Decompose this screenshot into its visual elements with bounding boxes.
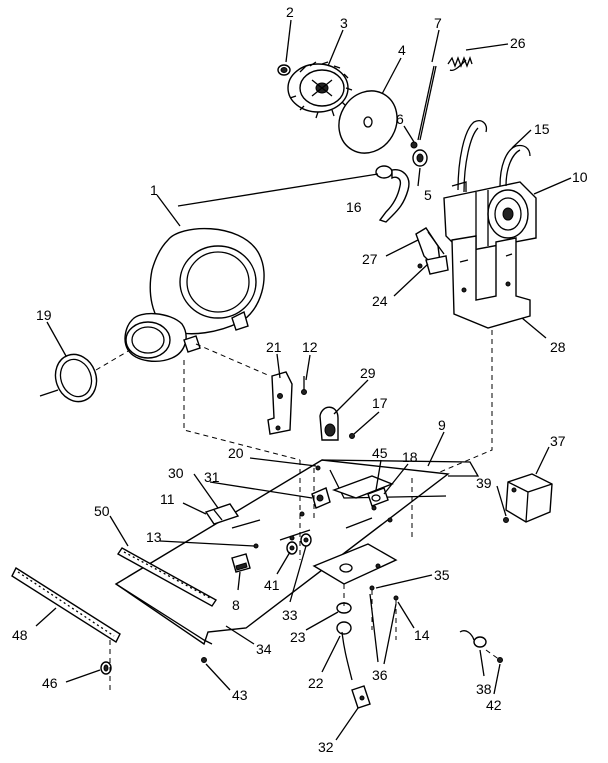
callout-3: 3 bbox=[340, 15, 348, 31]
part-15-clamp bbox=[457, 120, 531, 193]
part-39-screw bbox=[503, 517, 509, 523]
part-10-motor bbox=[443, 181, 537, 253]
callout-27: 27 bbox=[362, 251, 378, 267]
part-2-nut bbox=[277, 64, 291, 76]
part-5-6-bushing bbox=[410, 141, 428, 167]
callout-42: 42 bbox=[486, 697, 502, 713]
callout-17: 17 bbox=[372, 395, 388, 411]
part-13-screw bbox=[253, 543, 259, 549]
callout-18: 18 bbox=[402, 449, 418, 465]
callout-48: 48 bbox=[12, 627, 28, 643]
part-37-box bbox=[505, 473, 553, 523]
callout-6: 6 bbox=[396, 111, 404, 127]
callout-23: 23 bbox=[290, 629, 306, 645]
callout-50: 50 bbox=[94, 503, 110, 519]
part-22-sensor bbox=[336, 621, 353, 681]
part-28-motor-base bbox=[451, 235, 531, 329]
part-19-ring bbox=[39, 349, 131, 403]
part-50-strip bbox=[116, 547, 218, 607]
callout-2: 2 bbox=[286, 4, 294, 20]
part-41-pin bbox=[286, 541, 298, 555]
callout-45: 45 bbox=[372, 445, 388, 461]
callout-41: 41 bbox=[264, 577, 280, 593]
part-20-screw bbox=[315, 465, 321, 471]
callout-14: 14 bbox=[414, 627, 430, 643]
callout-39: 39 bbox=[476, 475, 492, 491]
part-45-18-bracket bbox=[367, 487, 389, 507]
callout-46: 46 bbox=[42, 675, 58, 691]
callout-5: 5 bbox=[424, 187, 432, 203]
part-48-strip bbox=[11, 566, 121, 644]
part-27-bracket bbox=[415, 227, 449, 275]
part-42-screw bbox=[497, 657, 503, 663]
callout-33: 33 bbox=[282, 607, 298, 623]
part-29-clip bbox=[319, 406, 339, 441]
part-14-screw bbox=[393, 595, 399, 601]
part-16-idler-arm bbox=[375, 165, 410, 223]
callout-37: 37 bbox=[550, 433, 566, 449]
callout-29: 29 bbox=[360, 365, 376, 381]
callout-4: 4 bbox=[398, 42, 406, 58]
callout-32: 32 bbox=[318, 739, 334, 755]
callout-8: 8 bbox=[232, 597, 240, 613]
callout-7: 7 bbox=[434, 15, 442, 31]
part-12-screw bbox=[301, 376, 307, 395]
callout-16: 16 bbox=[346, 199, 362, 215]
callout-26: 26 bbox=[510, 35, 526, 51]
callout-24: 24 bbox=[372, 293, 388, 309]
part-21-bracket bbox=[267, 371, 293, 435]
callout-15: 15 bbox=[534, 121, 550, 137]
callout-31: 31 bbox=[204, 469, 220, 485]
callout-34: 34 bbox=[256, 641, 272, 657]
callout-36: 36 bbox=[372, 667, 388, 683]
part-17-screw bbox=[349, 433, 355, 439]
callout-43: 43 bbox=[232, 687, 248, 703]
callout-13: 13 bbox=[146, 529, 162, 545]
callout-10: 10 bbox=[572, 169, 588, 185]
part-8-connector bbox=[231, 553, 251, 573]
callout-9: 9 bbox=[438, 417, 446, 433]
part-43-screw bbox=[201, 657, 207, 663]
callout-19: 19 bbox=[36, 307, 52, 323]
callout-21: 21 bbox=[266, 339, 282, 355]
callout-20: 20 bbox=[228, 445, 244, 461]
part-7-rod bbox=[417, 65, 437, 141]
part-26-spring bbox=[447, 56, 473, 72]
part-1-blower-housing bbox=[124, 227, 265, 362]
callout-labels: 2 3 4 7 26 6 15 5 10 1 16 27 24 19 28 21… bbox=[12, 4, 588, 755]
callout-22: 22 bbox=[308, 675, 324, 691]
callout-35: 35 bbox=[434, 567, 450, 583]
part-33-pin bbox=[300, 533, 312, 547]
part-4-disc bbox=[338, 90, 398, 154]
leader-lines bbox=[35, 19, 572, 741]
part-30-clip bbox=[204, 503, 240, 525]
part-38-fitting bbox=[459, 630, 487, 648]
part-32-plug bbox=[351, 685, 371, 709]
part-3-pulley bbox=[287, 61, 353, 119]
callout-38: 38 bbox=[476, 681, 492, 697]
callout-28: 28 bbox=[550, 339, 566, 355]
part-31-bracket bbox=[311, 487, 331, 509]
part-46-grommet bbox=[100, 661, 112, 675]
part-35-screw bbox=[369, 585, 375, 591]
callout-11: 11 bbox=[160, 491, 175, 507]
callout-12: 12 bbox=[302, 339, 318, 355]
callout-1: 1 bbox=[150, 182, 158, 198]
callout-30: 30 bbox=[168, 465, 184, 481]
